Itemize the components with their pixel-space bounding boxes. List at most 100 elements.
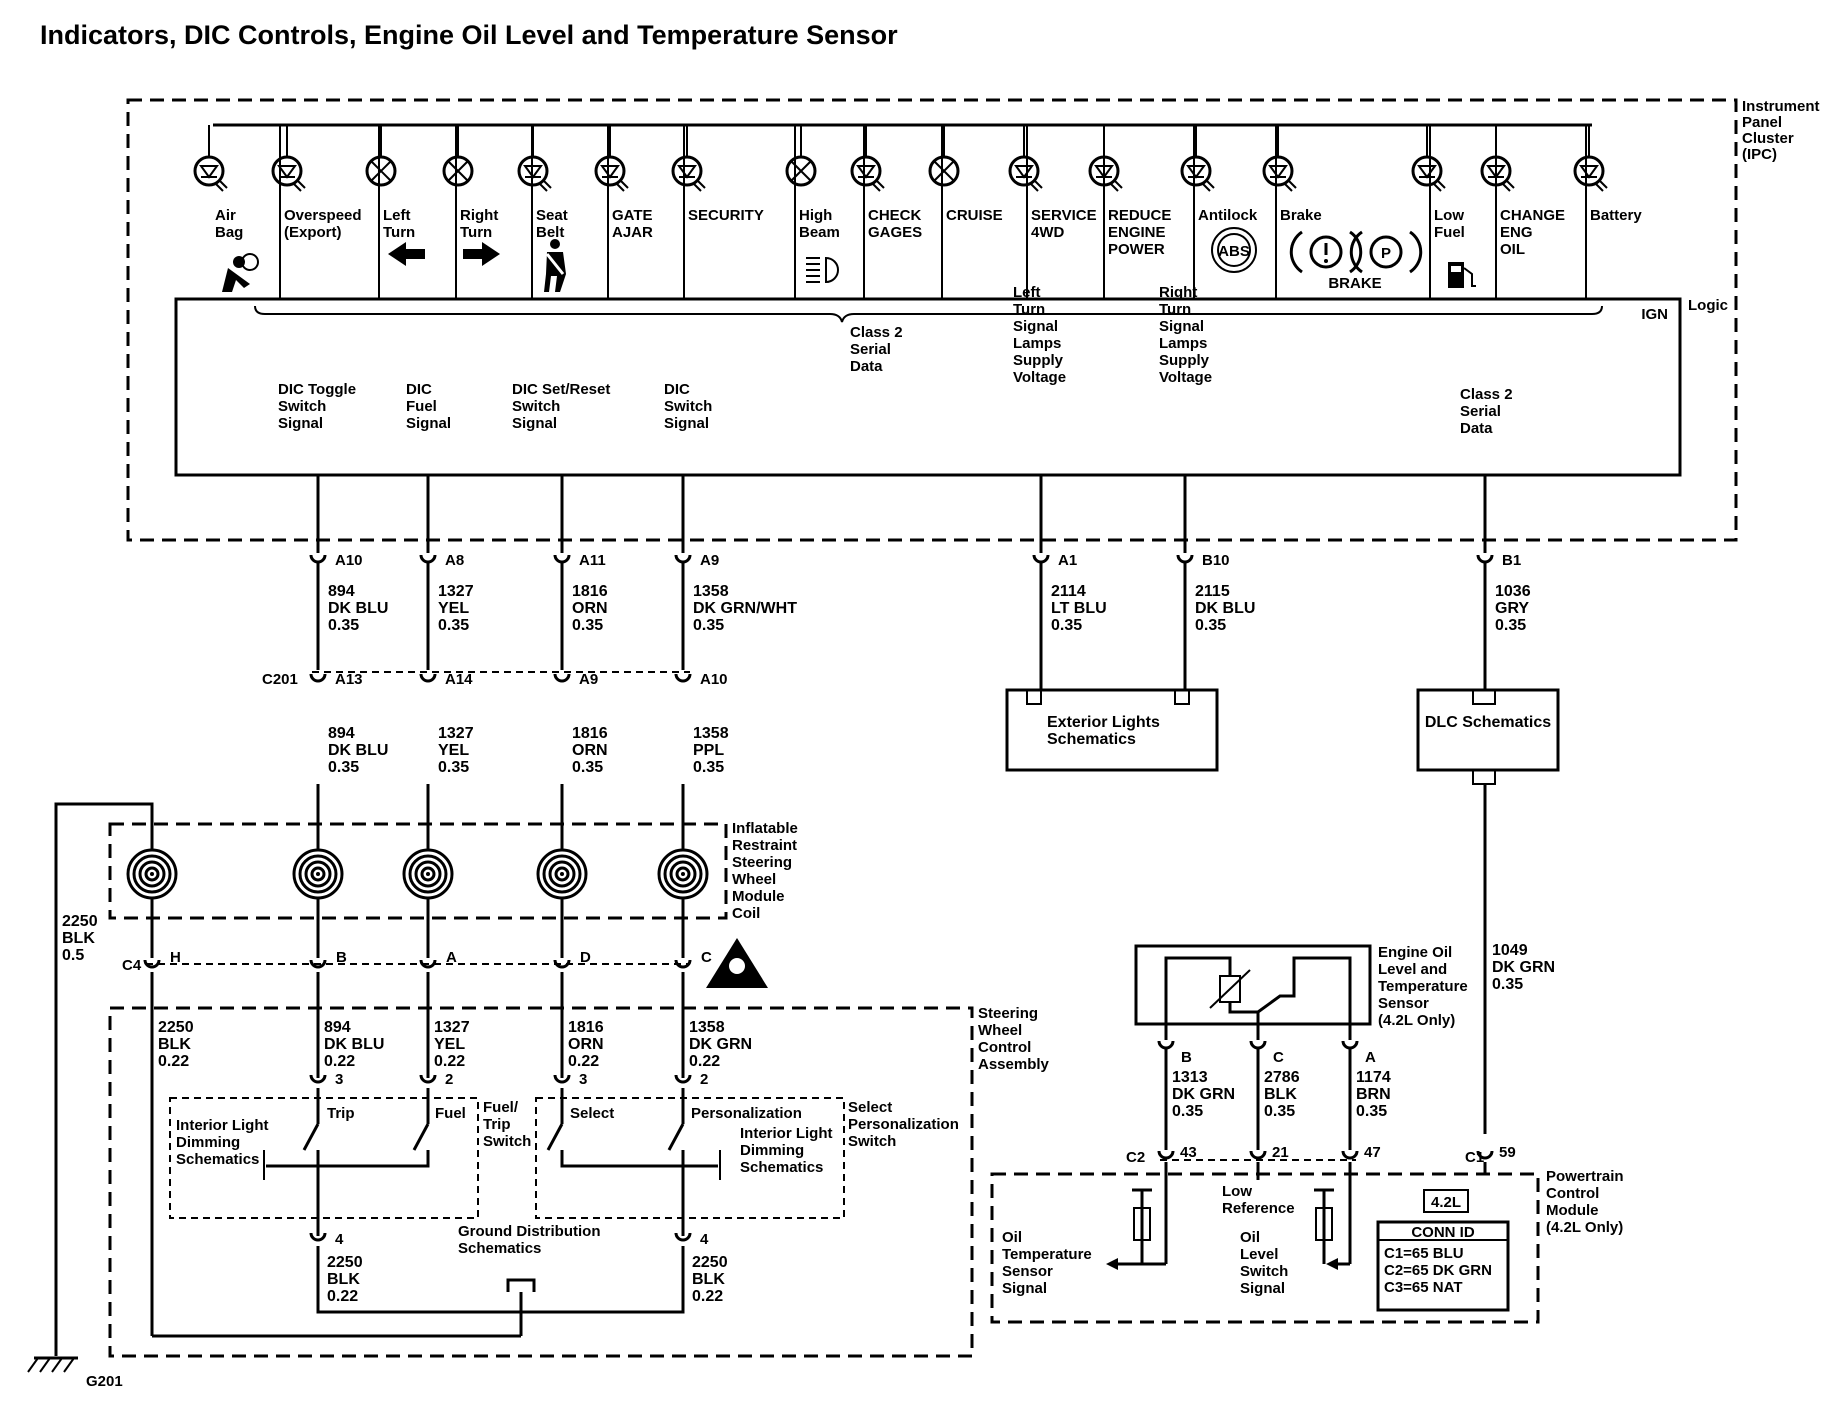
select-personalization-switch-label-line: Select [848,1099,892,1116]
c4-wire-label-line: ORN [568,1036,604,1053]
wire-label-1049-line: 0.35 [1492,976,1523,993]
bulb-outline [928,155,960,187]
led-outline [193,155,225,187]
swca-connector [309,1074,327,1084]
signal-label-right-turn-supply-line: Right [1159,284,1197,301]
c4-wire-label-line: 0.22 [568,1053,599,1070]
clockspring-coil [126,848,178,900]
airbag-body [222,268,250,292]
led-triangle [677,165,697,179]
c4-name: C4 [122,957,142,974]
oil-level-label-line: Oil [1240,1229,1260,1246]
led-outline [517,155,549,187]
high-beam-lamp [825,256,839,284]
wire-label-1816-line: 1816 [572,583,608,600]
led-triangle [523,165,543,179]
wire-label-ground-line: 2250 [62,913,98,930]
clockspring-coil [292,848,344,900]
select-personalization-switch-label-line: Personalization [848,1116,959,1133]
c4-wire-label-line: 2250 [158,1019,194,1036]
signal-label-left-turn-supply-line: Left [1013,284,1041,301]
indicator-label-check-gages-line: GAGES [868,224,922,241]
high-beam-icon [806,256,839,284]
signal-label-class2-data-line: Class 2 [1460,386,1513,403]
bulb-x [370,160,392,182]
led-ray [1505,179,1515,189]
trip-fuel-common [316,1150,430,1168]
airbag-bag [241,253,259,271]
clockspring-coil [536,848,588,900]
fuel-pump-icon [1448,262,1476,288]
ipc-pin-A9: A9 [700,552,719,569]
brake-dot [1324,259,1328,263]
led-ray [871,182,881,192]
fuel-pump-hose [1463,267,1476,287]
indicator-label-brake-line: Brake [1280,207,1322,224]
led-outline [1411,155,1443,187]
indicator-label-security: SECURITY [688,207,764,224]
select-switch-contact [546,1123,564,1151]
personalization-label: Personalization [691,1105,802,1122]
ground-splice-wire [316,1246,685,1314]
c2-connector [1157,1150,1175,1160]
wire-label-1049-line: 1049 [1492,942,1528,959]
indicator-label-antilock: Antilock [1198,207,1258,224]
indicator-label-battery-line: Battery [1590,207,1642,224]
ground-hatch [27,1357,39,1373]
indicator-label-service-4wd-line: SERVICE [1031,207,1097,224]
ipc-pin-B10: B10 [1202,552,1230,569]
low-fuel-led-icon [1411,155,1446,192]
indicator-label-change-eng-oil-line: CHANGE [1500,207,1565,224]
sensor-wire-label-line: BLK [1264,1086,1297,1103]
c201-connector [674,673,692,683]
fuel-pump-body [1448,262,1464,288]
class2-brace [254,305,1603,323]
led-ray [1598,179,1608,189]
c2-pin: 43 [1180,1144,1197,1161]
c201-wire-label-line: 1327 [438,725,474,742]
indicator-label-air-bag-line: Bag [215,224,243,241]
c201-pin: A9 [579,671,598,688]
coil-label-line: Inflatable [732,820,798,837]
ipc-connector [419,554,437,564]
indicator-label-battery: Battery [1590,207,1642,224]
oil-level-label-line: Level [1240,1246,1278,1263]
battery-led-icon [1573,155,1608,192]
oil-sensor-label-line: Sensor [1378,995,1429,1012]
seat-belt-led-icon [517,155,552,192]
left-arrow-icon [388,242,425,266]
indicator-label-overspeed: Overspeed(Export) [284,207,362,241]
signal-label-class2-data-line: Serial [1460,403,1501,420]
c201-pin: A10 [700,671,728,688]
signal-label-dic-fuel-line: Signal [406,415,451,432]
oil-sensor-label-line: Engine Oil [1378,944,1452,961]
c4-pin: C [701,949,712,966]
indicator-label-high-beam-line: Beam [799,224,840,241]
coil-ring [144,866,160,882]
sensor-pin: A [1365,1049,1376,1066]
c4-wire-label-line: 0.22 [324,1053,355,1070]
signal-label-left-turn-supply-line: Voltage [1013,369,1066,386]
dimming-left-label-line: Schematics [176,1151,259,1168]
coil-ring [310,866,326,882]
pcm-label-line: Powertrain [1546,1168,1624,1185]
c201-connector [419,673,437,683]
ipc-label-line: (IPC) [1742,146,1777,163]
indicator-label-reduce-engine-power-line: REDUCE [1108,207,1171,224]
signal-label-dic-fuel-line: Fuel [406,398,437,415]
led-outline [594,155,626,187]
wire-label-2114-line: 0.35 [1051,617,1082,634]
